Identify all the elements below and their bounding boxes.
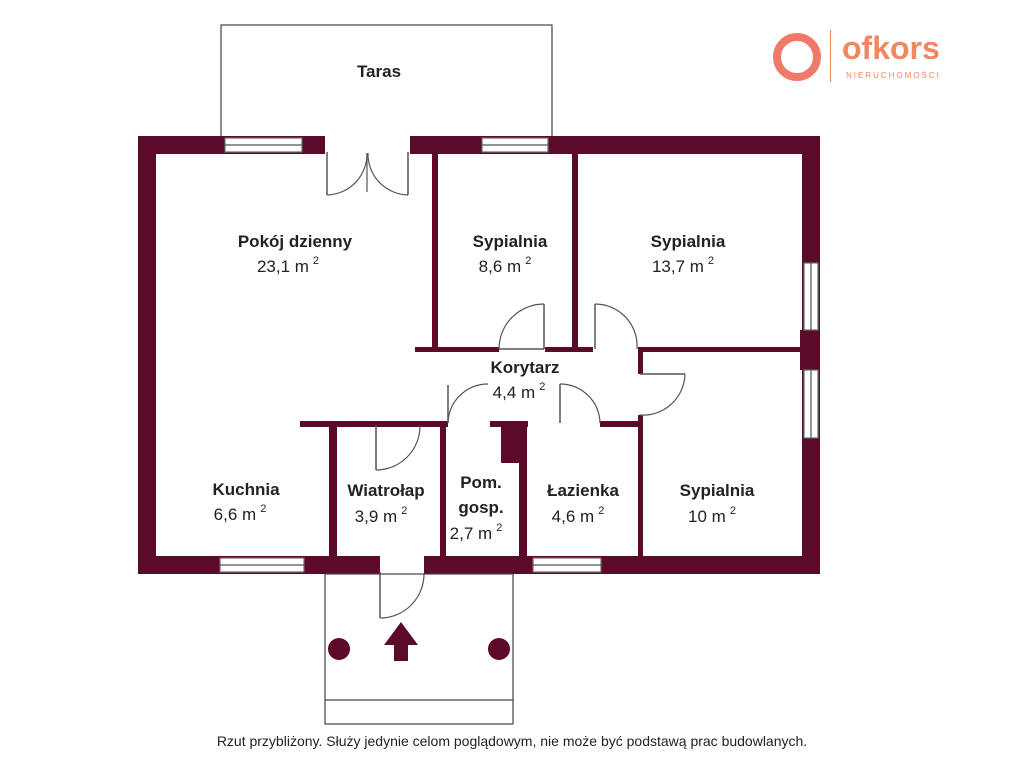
outer-wall-bottom — [138, 556, 820, 574]
wall-living-bed1 — [432, 154, 438, 348]
footnote: Rzut przybliżony. Służy jedynie celom po… — [216, 733, 808, 749]
room-corridor-name: Korytarz — [491, 358, 560, 377]
terrace-door-arc-left — [326, 152, 368, 196]
door-bed2-arc — [594, 303, 638, 350]
room-kitchen-name: Kuchnia — [212, 480, 280, 499]
terrace-door-arc-right — [367, 152, 409, 196]
terrace-outline — [220, 24, 553, 138]
logo-divider — [830, 30, 831, 82]
wall-kitchen-vestibule — [329, 421, 337, 556]
door-bathroom-arc — [559, 383, 601, 424]
room-vestibule-name: Wiatrołap — [347, 481, 424, 500]
room-utility-name-1: Pom. — [460, 473, 502, 492]
room-bed2-name: Sypialnia — [651, 232, 726, 251]
room-bed3-name: Sypialnia — [680, 481, 755, 500]
entrance-arrow-icon — [384, 622, 418, 661]
entrance-door-arc — [379, 573, 425, 619]
wall-bed1-bed2 — [572, 154, 578, 348]
logo-name: ofkors — [842, 30, 940, 66]
wall-corridor-right-lower — [638, 415, 643, 556]
outer-wall-top — [138, 136, 820, 154]
wall-corridor-bed3 — [638, 352, 643, 374]
room-terrace-name: Taras — [357, 62, 401, 81]
room-utility-name-2: gosp. — [458, 498, 503, 517]
wall-corridor-top-a — [415, 347, 499, 352]
wall-corridor-bottom-b — [600, 421, 638, 427]
porch-column-left — [328, 638, 350, 660]
wall-kitchen-top — [300, 421, 448, 427]
brand-logo: ofkors NIERUCHOMOŚCI — [770, 28, 970, 88]
door-bed3-arc — [639, 373, 686, 416]
room-bed1-name: Sypialnia — [473, 232, 548, 251]
door-utility-arc — [447, 383, 489, 424]
room-bathroom-name: Łazienka — [547, 481, 619, 500]
outer-wall-left — [138, 136, 156, 574]
wall-corridor-top-c — [638, 347, 802, 352]
wall-right-pier — [800, 330, 820, 370]
wall-utility-bathroom — [519, 421, 527, 556]
room-living-name: Pokój dzienny — [238, 232, 353, 251]
logo-ring-icon — [773, 33, 821, 81]
porch-outline — [324, 573, 514, 725]
door-vestibule-arc — [375, 425, 421, 471]
wall-vestibule-utility — [440, 421, 446, 556]
wall-corridor-top-b — [545, 347, 593, 352]
door-bed1-arc — [498, 303, 545, 350]
logo-subtitle: NIERUCHOMOŚCI — [846, 71, 941, 80]
terrace-door-opening — [325, 136, 410, 154]
entrance-door-opening — [380, 556, 424, 574]
utility-pillar — [501, 421, 527, 463]
porch-column-right — [488, 638, 510, 660]
